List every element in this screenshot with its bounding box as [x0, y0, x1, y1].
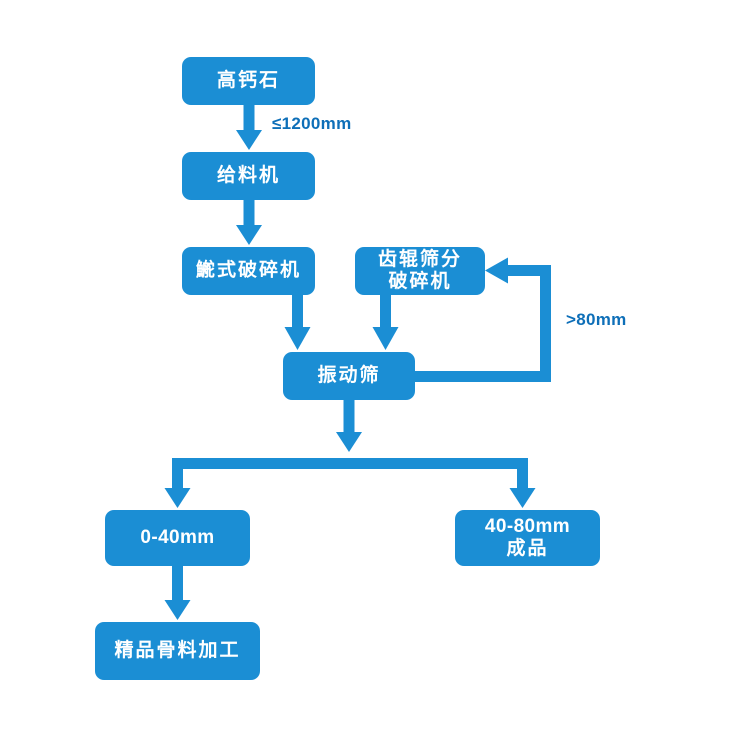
node-output-40-80mm-label-line1: 40-80mm [484, 515, 571, 537]
node-fine-aggregate-processing-label: 精品骨料加工 [114, 639, 241, 661]
node-fine-aggregate-processing[interactable]: 精品骨料加工 [95, 622, 260, 680]
connector-roller-to-screen [372, 295, 399, 350]
node-roller-screening-crusher-label-line1: 齿辊筛分 [377, 248, 462, 270]
node-feeder[interactable]: 给料机 [182, 152, 315, 200]
node-output-40-80mm[interactable]: 40-80mm 成品 [455, 510, 600, 566]
node-raw-material[interactable]: 高钙石 [182, 57, 315, 105]
node-raw-material-label: 高钙石 [216, 69, 280, 91]
node-jaw-crusher[interactable]: 鿳式破碎机 [182, 247, 315, 295]
connector-split-bar [164, 458, 536, 508]
node-vibrating-screen[interactable]: 振动筛 [283, 352, 415, 400]
node-output-0-40mm-label: 0-40mm [140, 526, 215, 548]
node-vibrating-screen-label: 振动筛 [317, 364, 381, 386]
node-output-0-40mm[interactable]: 0-40mm [105, 510, 250, 566]
node-output-40-80mm-label-line2: 成品 [506, 538, 549, 559]
connector-raw-to-feeder [236, 105, 262, 150]
node-feeder-label: 给料机 [216, 164, 280, 186]
edge-label-feed-size: ≤1200mm [272, 114, 352, 133]
connector-screen-to-roller-recycle [415, 257, 551, 382]
connector-out040-to-finish [164, 565, 191, 620]
node-jaw-crusher-label: 鿳式破碎机 [195, 259, 301, 281]
edge-label-oversize: >80mm [566, 310, 627, 329]
connector-jaw-to-screen [284, 295, 311, 350]
node-roller-screening-crusher[interactable]: 齿辊筛分 破碎机 [355, 247, 485, 295]
connector-feeder-to-jaw [236, 200, 262, 245]
connector-screen-to-split [336, 400, 362, 452]
node-roller-screening-crusher-label-line2: 破碎机 [388, 271, 452, 292]
